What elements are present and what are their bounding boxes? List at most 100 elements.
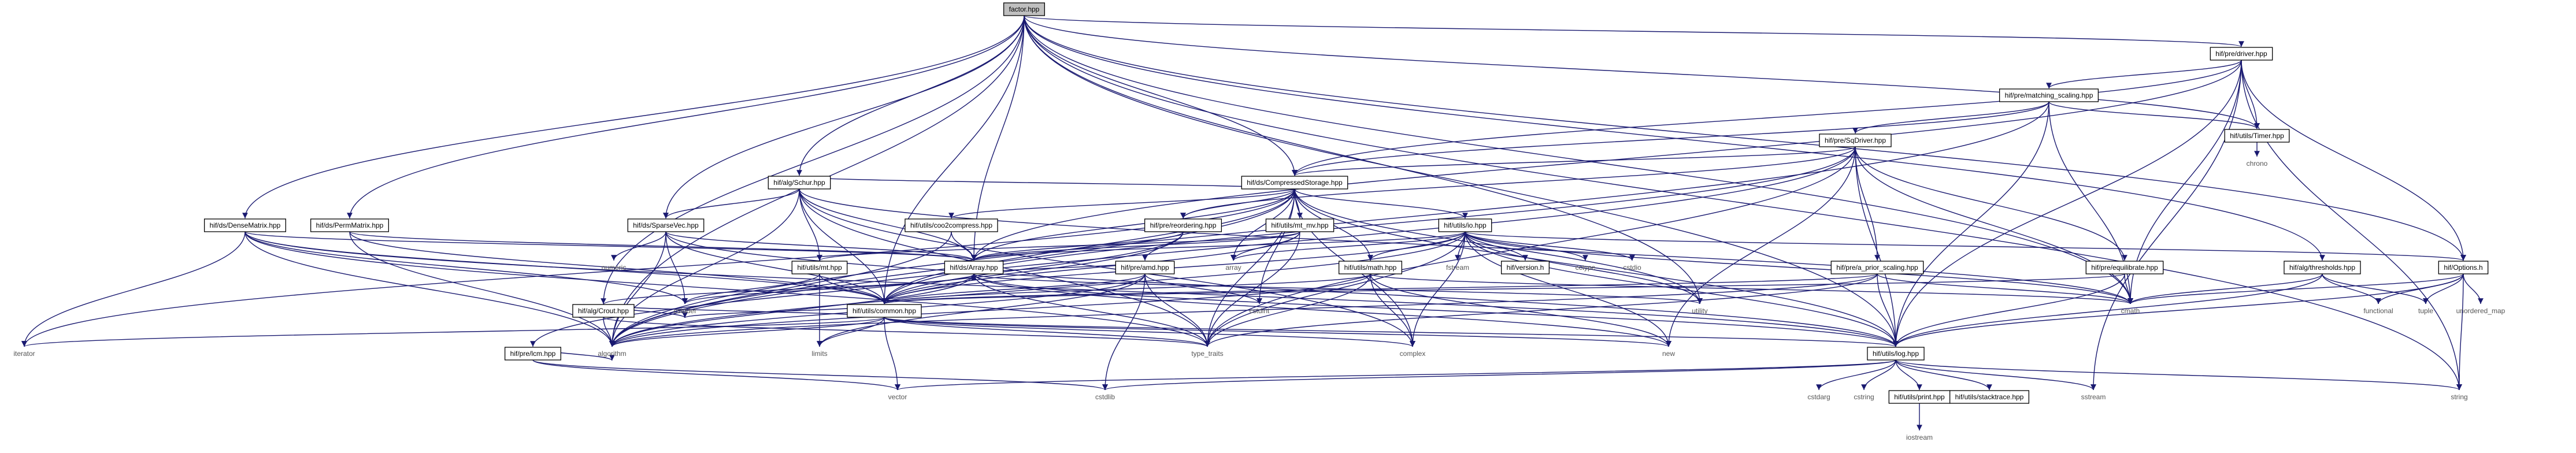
edge-prelcm-to-cstdlib [532, 359, 1108, 391]
edge-coocomp-to-algorithm [609, 231, 952, 347]
node-box-prelcm [504, 347, 562, 361]
node-predriver[interactable]: hif/pre/driver.hpp [2210, 47, 2273, 61]
node-dense[interactable]: hif/ds/DenseMatrix.hpp [203, 218, 287, 232]
node-label-math: hif/utils/math.hpp [1344, 263, 1397, 272]
edge-crout-to-typetraits [603, 317, 1210, 347]
edge-prelcm-to-vector [532, 359, 900, 391]
edge-mc64-to-common [881, 146, 1856, 305]
node-box-matching [1999, 88, 2099, 102]
node-box-predriver [2210, 47, 2273, 61]
node-label-string: string [2451, 393, 2467, 401]
edge-amd-to-limits [817, 273, 1146, 347]
node-label-vector: vector [888, 393, 907, 401]
node-label-array: hif/ds/Array.hpp [950, 263, 998, 272]
node-factor[interactable]: factor.hpp [1003, 2, 1046, 16]
edge-amd-to-common [881, 273, 1146, 305]
edge-thresholds-to-functional [2322, 273, 2381, 305]
edge-factor-to-thresholds [1024, 15, 2325, 261]
node-label-complex: complex [1400, 350, 1426, 358]
edge-options-to-cmath [2127, 273, 2464, 305]
edge-array-to-cstddef [682, 273, 974, 305]
node-coocomp[interactable]: hif/utils/coo2compress.hpp [905, 218, 998, 232]
node-tuple: tuple [2418, 307, 2433, 315]
node-label-mt: hif/utils/mt.hpp [797, 263, 842, 272]
node-label-mtmv: hif/utils/mt_mv.hpp [1271, 221, 1328, 229]
node-matching[interactable]: hif/pre/matching_scaling.hpp [1999, 88, 2099, 102]
edge-ccs-to-reordering [1180, 188, 1295, 219]
node-numeric: numeric [602, 263, 627, 272]
edge-common-to-algorithm [609, 317, 885, 347]
node-print[interactable]: hif/utils/print.hpp [1888, 390, 1951, 404]
node-box-equil [2085, 261, 2164, 274]
node-iostream: iostream [1906, 433, 1933, 441]
node-array[interactable]: hif/ds/Array.hpp [944, 261, 1004, 274]
edge-ccs-to-iterator [21, 188, 1295, 347]
node-label-cctype: cctype [1576, 263, 1596, 272]
node-amd[interactable]: hif/pre/amd.hpp [1115, 261, 1175, 274]
edge-mt-to-cstddef [682, 273, 820, 305]
node-math[interactable]: hif/utils/math.hpp [1338, 261, 1403, 274]
edge-factor-to-cmath [1024, 15, 2133, 305]
node-box-coocomp [905, 218, 998, 232]
edge-factor-to-common [881, 15, 1025, 305]
edge-factor-to-sparsevec [663, 15, 1025, 219]
node-typetraits: type_traits [1191, 350, 1223, 358]
edge-predriver-to-string [2241, 60, 2462, 391]
node-functional: functional [2363, 307, 2393, 315]
node-version[interactable]: hif/version.h [1500, 261, 1550, 274]
node-cctype: cctype [1576, 263, 1596, 272]
node-thresholds[interactable]: hif/alg/thresholds.hpp [2284, 261, 2361, 274]
edge-sparsevec-to-array [665, 231, 977, 261]
node-prelcm[interactable]: hif/pre/lcm.hpp [504, 347, 562, 361]
edge-common-to-iterator [21, 317, 885, 347]
node-equil[interactable]: hif/pre/equilibrate.hpp [2085, 261, 2164, 274]
node-stacktrace[interactable]: hif/utils/stacktrace.hpp [1949, 390, 2030, 404]
node-schur[interactable]: hif/alg/Schur.hpp [768, 176, 831, 190]
edge-reordering-to-array [971, 231, 1184, 261]
node-mt[interactable]: hif/utils/mt.hpp [791, 261, 848, 274]
node-box-perm [310, 218, 390, 232]
node-box-timer [2224, 129, 2290, 143]
edge-sparsevec-to-common [665, 231, 887, 305]
edge-reordering-to-prelcm [530, 231, 1184, 347]
node-mc64[interactable]: hif/pre/SqDriver.hpp [1819, 133, 1892, 147]
edge-io-to-complex [1410, 231, 1466, 347]
node-label-equil: hif/pre/equilibrate.hpp [2091, 263, 2158, 272]
edge-predriver-to-log [1893, 60, 2242, 347]
edge-math-to-new [1370, 273, 1671, 347]
edge-thresholds-to-tuple [2322, 273, 2429, 305]
node-ccs[interactable]: hif/ds/CompressedStorage.hpp [1241, 176, 1348, 190]
edge-factor-to-dense [242, 15, 1025, 219]
node-sparsevec[interactable]: hif/ds/SparseVec.hpp [627, 218, 705, 232]
node-box-amd [1115, 261, 1175, 274]
edge-thresholds-to-log [1893, 273, 2323, 347]
node-perm[interactable]: hif/ds/PermMatrix.hpp [310, 218, 390, 232]
node-box-array [944, 261, 1004, 274]
node-crout[interactable]: hif/alg/Crout.hpp [572, 304, 635, 318]
node-timer[interactable]: hif/utils/Timer.hpp [2224, 129, 2290, 143]
node-box-log [1867, 347, 1925, 361]
node-reordering[interactable]: hif/pre/reordering.hpp [1144, 218, 1222, 232]
edge-common-to-vector [884, 317, 900, 391]
edge-log-to-sstream [1895, 359, 2096, 391]
node-io[interactable]: hif/utils/io.hpp [1438, 218, 1492, 232]
edge-mtmv-to-mt [817, 231, 1300, 261]
edge-thresholds-to-cmath [2127, 273, 2323, 305]
node-label-ccs: hif/ds/CompressedStorage.hpp [1247, 179, 1343, 187]
node-priorscale[interactable]: hif/pre/a_prior_scaling.hpp [1830, 261, 1924, 274]
node-label-unordered: unordered_map [2456, 307, 2505, 315]
node-common[interactable]: hif/utils/common.hpp [847, 304, 922, 318]
node-log[interactable]: hif/utils/log.hpp [1867, 347, 1925, 361]
edge-options-to-tuple [2423, 273, 2464, 305]
edge-factor-to-string [1024, 15, 2462, 391]
node-label-print: hif/utils/print.hpp [1894, 393, 1945, 401]
node-label-cstdlib: cstdlib [1095, 393, 1115, 401]
edge-matching-to-ccs [1292, 101, 2049, 176]
edge-schur-to-array [799, 188, 977, 261]
node-options[interactable]: hif/Options.h [2438, 261, 2489, 274]
edge-mc64-to-cmath [1855, 146, 2133, 305]
node-iterator: iterator [13, 350, 35, 358]
edge-array-to-common [881, 273, 974, 305]
node-mtmv[interactable]: hif/utils/mt_mv.hpp [1265, 218, 1335, 232]
